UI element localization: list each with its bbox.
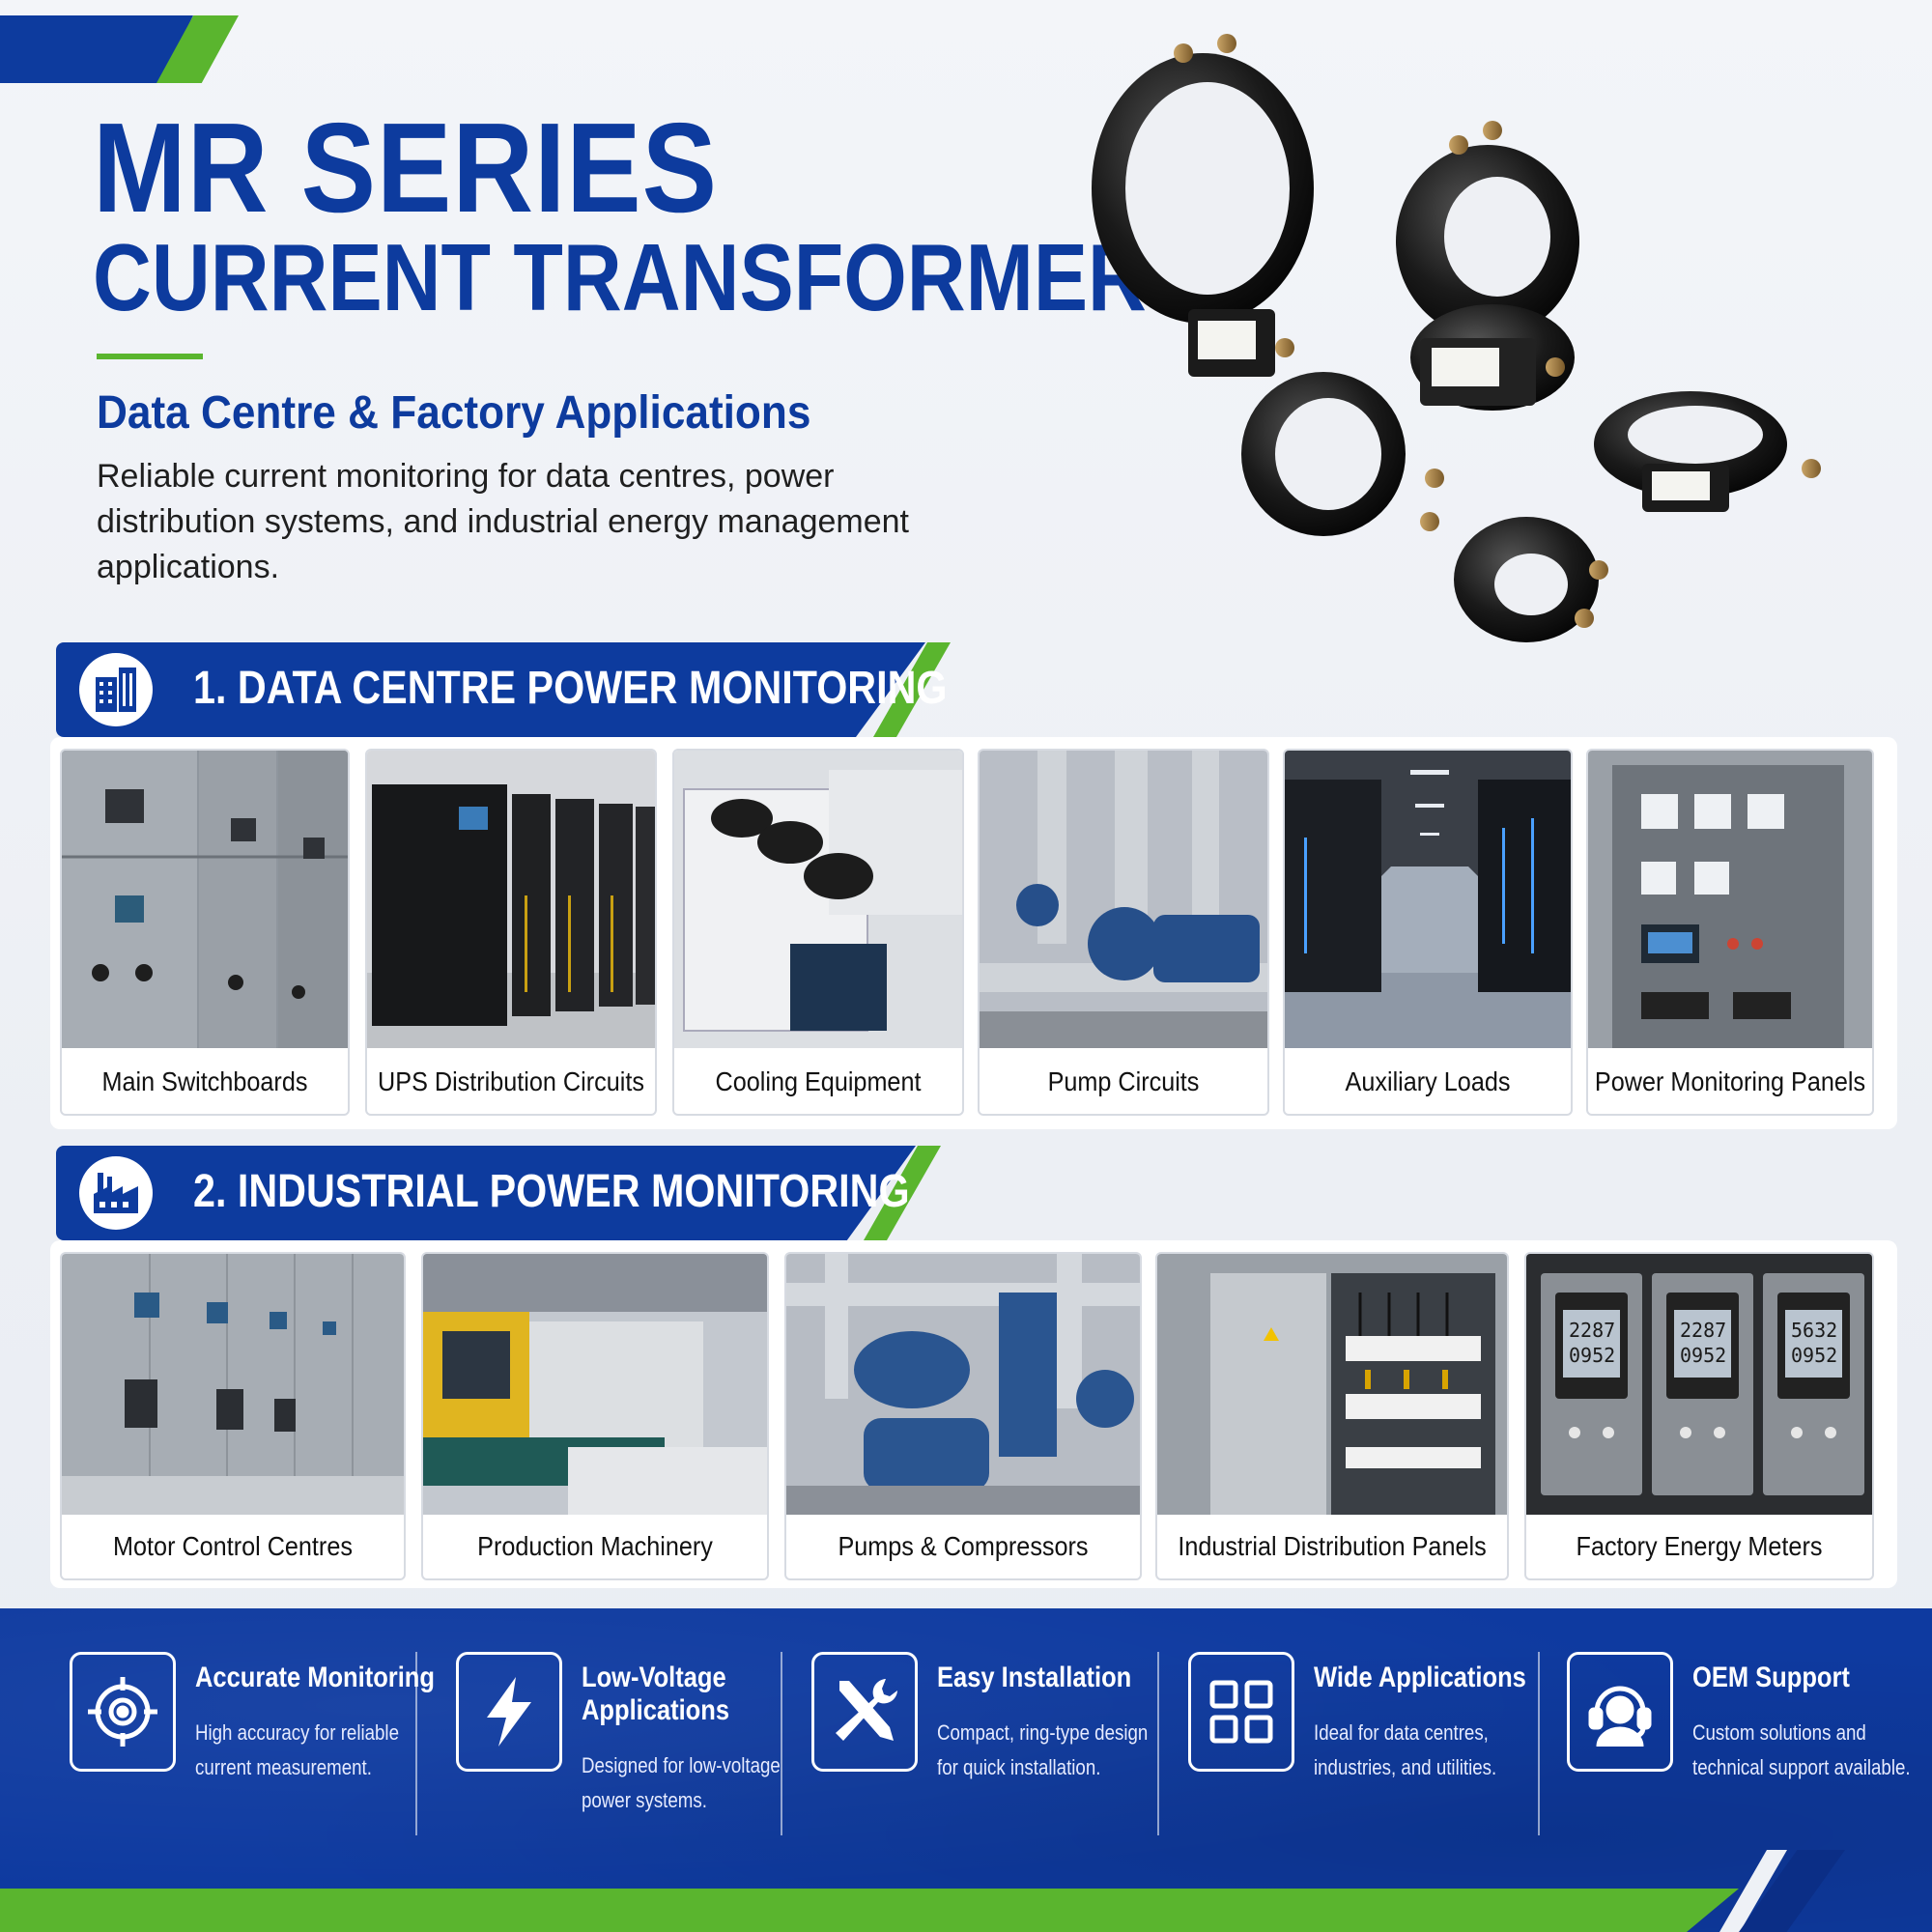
feature-oem-support: OEM Support Custom solutions and technic…: [1567, 1652, 1924, 1845]
target-icon: [70, 1652, 176, 1772]
features-footer: Accurate Monitoring High accuracy for re…: [0, 1608, 1932, 1932]
section-1-banner: 1. DATA CENTRE POWER MONITORING: [56, 642, 951, 737]
feature-desc-line-2: for quick installation.: [937, 1755, 1101, 1779]
feature-desc-line-2: current measurement.: [195, 1755, 372, 1779]
meter-2-reading-2: 0952: [1680, 1344, 1726, 1367]
feature-divider: [1157, 1652, 1159, 1835]
feature-title-line-2: Applications: [582, 1694, 730, 1726]
title-divider: [97, 354, 203, 359]
grid-icon: [1188, 1652, 1294, 1772]
card-label: Pump Circuits: [1047, 1066, 1200, 1096]
section-1-panel: Main Switchboards UPS Distribution Circu…: [50, 737, 1897, 1129]
feature-title: Accurate Monitoring: [195, 1662, 435, 1693]
header-stripe-blue: [0, 15, 193, 83]
feature-desc-line-1: Ideal for data centres,: [1314, 1720, 1489, 1745]
meter-1-reading-1: 2287: [1569, 1319, 1615, 1342]
photo-factory-energy-meters: 2287 0952 2287 0952 5632 0952: [1526, 1254, 1872, 1515]
card-production-machinery[interactable]: Production Machinery: [421, 1252, 769, 1580]
card-industrial-distribution-panels[interactable]: Industrial Distribution Panels: [1155, 1252, 1509, 1580]
feature-desc-line-2: technical support available.: [1692, 1755, 1911, 1779]
feature-desc-line-2: industries, and utilities.: [1314, 1755, 1497, 1779]
tools-icon: [811, 1652, 918, 1772]
card-power-monitoring-panels[interactable]: Power Monitoring Panels: [1586, 749, 1874, 1116]
meter-2-reading-1: 2287: [1680, 1319, 1726, 1342]
photo-ups-distribution: [367, 751, 655, 1048]
feature-wide-applications: Wide Applications Ideal for data centres…: [1188, 1652, 1536, 1845]
feature-accurate-monitoring: Accurate Monitoring High accuracy for re…: [70, 1652, 435, 1845]
section-2-panel: Motor Control Centres Production Machine…: [50, 1240, 1897, 1588]
meter-3-reading-1: 5632: [1791, 1319, 1837, 1342]
feature-desc-line-1: Compact, ring-type design: [937, 1720, 1149, 1745]
feature-divider: [781, 1652, 782, 1835]
card-label: Motor Control Centres: [113, 1531, 353, 1561]
feature-low-voltage: Low-Voltage Applications Designed for lo…: [456, 1652, 784, 1845]
card-label: UPS Distribution Circuits: [378, 1066, 644, 1096]
feature-divider: [415, 1652, 417, 1835]
factory-icon: [79, 1156, 153, 1230]
footer-stripe-green: [0, 1889, 1739, 1932]
card-auxiliary-loads[interactable]: Auxiliary Loads: [1283, 749, 1573, 1116]
meter-1-reading-2: 0952: [1569, 1344, 1615, 1367]
feature-title: Wide Applications: [1314, 1662, 1526, 1693]
product-image-current-transformers: [1092, 34, 1821, 642]
photo-motor-control-centres: [62, 1254, 404, 1515]
meter-3-reading-2: 0952: [1791, 1344, 1837, 1367]
feature-desc-line-2: power systems.: [582, 1788, 707, 1812]
card-pumps-compressors[interactable]: Pumps & Compressors: [784, 1252, 1142, 1580]
card-cooling-equipment[interactable]: Cooling Equipment: [672, 749, 964, 1116]
card-factory-energy-meters[interactable]: 2287 0952 2287 0952 5632 0952 Factory En…: [1524, 1252, 1874, 1580]
card-label: Factory Energy Meters: [1576, 1531, 1823, 1561]
photo-pump-circuits: [980, 751, 1267, 1048]
card-label: Industrial Distribution Panels: [1178, 1531, 1487, 1561]
photo-cooling-equipment: [674, 751, 962, 1048]
feature-easy-installation: Easy Installation Compact, ring-type des…: [811, 1652, 1159, 1845]
subtitle: Data Centre & Factory Applications: [97, 387, 811, 439]
photo-power-monitoring-panels: [1588, 751, 1872, 1048]
section-2-banner: 2. INDUSTRIAL POWER MONITORING: [56, 1146, 941, 1240]
card-label: Production Machinery: [477, 1531, 713, 1561]
feature-divider: [1538, 1652, 1540, 1835]
photo-industrial-distribution-panels: [1157, 1254, 1507, 1515]
feature-title: OEM Support: [1692, 1662, 1850, 1693]
lightning-icon: [456, 1652, 562, 1772]
section-1-title: 1. DATA CENTRE POWER MONITORING: [193, 663, 948, 714]
feature-desc-line-1: Designed for low-voltage: [582, 1753, 781, 1777]
feature-desc-line-1: Custom solutions and: [1692, 1720, 1866, 1745]
photo-pumps-compressors: [786, 1254, 1140, 1515]
card-label: Pumps & Compressors: [838, 1531, 1089, 1561]
photo-production-machinery: [423, 1254, 767, 1515]
title-line-2: CURRENT TRANSFORMER: [93, 224, 1147, 330]
headset-icon: [1567, 1652, 1673, 1772]
building-icon: [79, 653, 153, 726]
description: Reliable current monitoring for data cen…: [97, 458, 909, 585]
section-2-title: 2. INDUSTRIAL POWER MONITORING: [193, 1166, 910, 1217]
photo-auxiliary-loads: [1285, 751, 1571, 1048]
card-main-switchboards[interactable]: Main Switchboards: [60, 749, 350, 1116]
title-line-1: MR SERIES: [93, 97, 718, 239]
feature-title-line-1: Low-Voltage: [582, 1662, 726, 1693]
feature-title: Easy Installation: [937, 1662, 1132, 1693]
card-label: Main Switchboards: [101, 1066, 308, 1096]
card-label: Cooling Equipment: [715, 1066, 922, 1096]
card-ups-distribution-circuits[interactable]: UPS Distribution Circuits: [365, 749, 657, 1116]
card-label: Power Monitoring Panels: [1594, 1066, 1866, 1096]
card-pump-circuits[interactable]: Pump Circuits: [978, 749, 1269, 1116]
card-motor-control-centres[interactable]: Motor Control Centres: [60, 1252, 406, 1580]
card-label: Auxiliary Loads: [1345, 1066, 1511, 1096]
photo-main-switchboards: [62, 751, 348, 1048]
feature-desc-line-1: High accuracy for reliable: [195, 1720, 399, 1745]
